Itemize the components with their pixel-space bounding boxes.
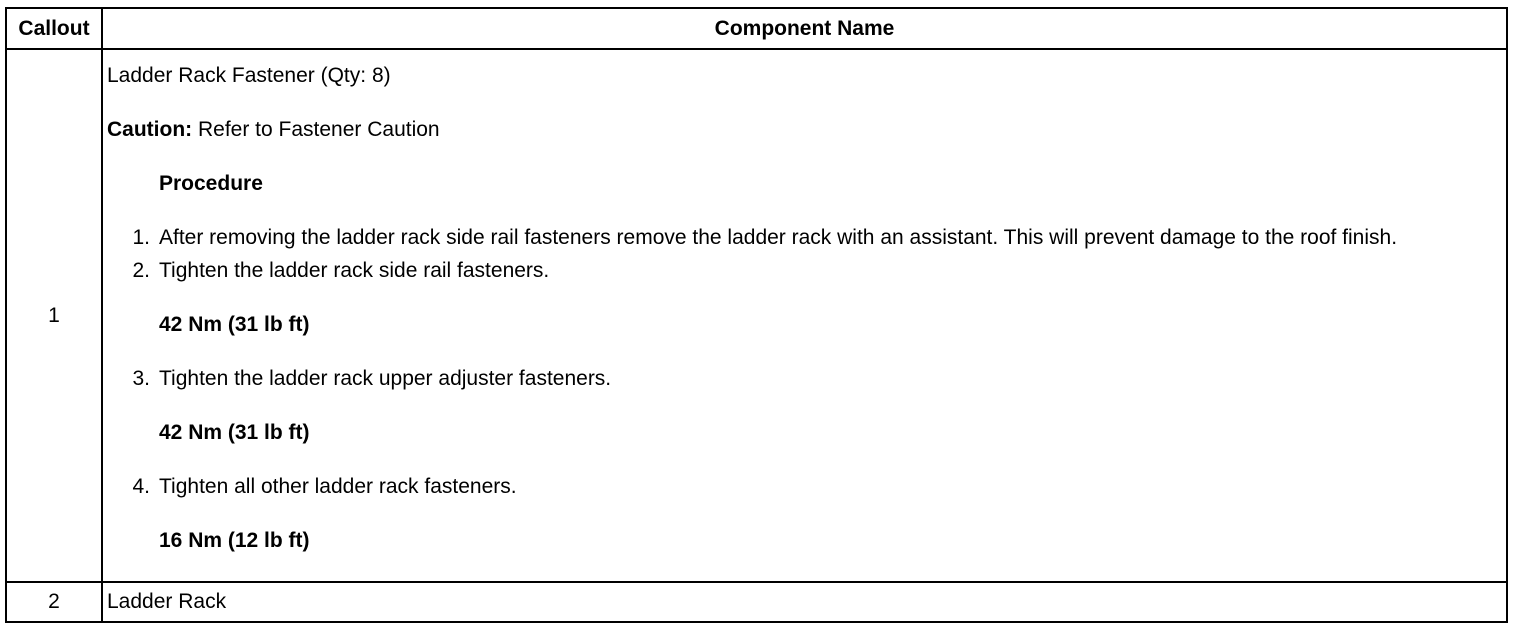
procedure-heading: Procedure: [159, 172, 263, 195]
step-number: 1.: [132, 226, 150, 249]
caution-line: Caution: Refer to Fastener Caution: [107, 116, 1498, 144]
table-row: 2 Ladder Rack: [5, 581, 1508, 623]
header-callout: Callout: [5, 7, 103, 50]
step-text: Tighten the ladder rack side rail fasten…: [159, 259, 550, 282]
step-number: 4.: [132, 475, 150, 498]
procedure-step: 4. Tighten all other ladder rack fastene…: [107, 473, 1498, 501]
step-number: 3.: [132, 367, 150, 390]
caution-label: Caution:: [107, 118, 193, 141]
component-cell: Ladder Rack Fastener (Qty: 8) Caution: R…: [101, 48, 1508, 583]
callout-cell: 1: [5, 48, 103, 583]
callout-cell: 2: [5, 581, 103, 623]
header-component-name: Component Name: [101, 7, 1508, 50]
component-cell: Ladder Rack: [101, 581, 1508, 623]
step-text: After removing the ladder rack side rail…: [159, 226, 1398, 249]
component-title: Ladder Rack: [107, 590, 227, 613]
step-number: 2.: [132, 259, 150, 282]
table-header-row: Callout Component Name: [5, 7, 1508, 50]
step-text: Tighten the ladder rack upper adjuster f…: [159, 367, 612, 390]
table-row: 1 Ladder Rack Fastener (Qty: 8) Caution:…: [5, 48, 1508, 583]
procedure-step: 1. After removing the ladder rack side r…: [107, 224, 1498, 252]
component-table: Callout Component Name 1 Ladder Rack Fas…: [5, 7, 1508, 623]
component-title: Ladder Rack Fastener (Qty: 8): [107, 64, 391, 87]
torque-spec: 42 Nm (31 lb ft): [159, 313, 310, 336]
procedure-step: 3. Tighten the ladder rack upper adjuste…: [107, 365, 1498, 393]
procedure-step: 2. Tighten the ladder rack side rail fas…: [107, 257, 1498, 285]
torque-spec: 16 Nm (12 lb ft): [159, 529, 310, 552]
step-text: Tighten all other ladder rack fasteners.: [159, 475, 517, 498]
torque-spec: 42 Nm (31 lb ft): [159, 421, 310, 444]
caution-text: Refer to Fastener Caution: [192, 118, 440, 141]
